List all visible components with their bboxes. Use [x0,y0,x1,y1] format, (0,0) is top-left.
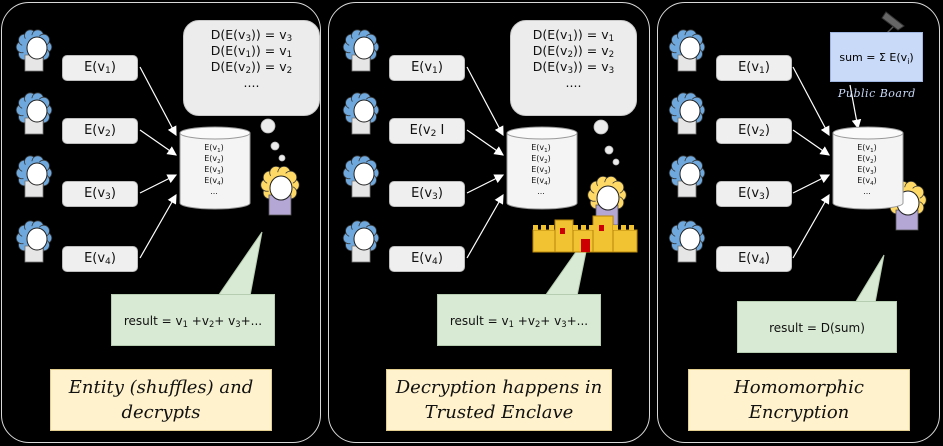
database-icon [506,126,578,210]
flow-arrow [849,84,862,130]
voter-icon [15,29,53,72]
db-entry: E(v3) [531,165,551,176]
encrypted-vote-1: E(v1) [716,55,792,81]
panel-homomorphic [657,2,940,443]
thought-bubble-1: D(E(v3)) = v3 D(E(v1)) = v1 D(E(v2)) = v… [183,20,320,116]
thought-line: D(E(v1)) = v1 [210,43,293,60]
public-board: sum = Σ E(vi) [830,32,923,82]
caption-1: Entity (shuffles) and decrypts [50,369,272,431]
enclave-entity [587,175,627,226]
voter-icon [15,155,53,198]
db-entry: ... [537,187,545,196]
encrypted-vote-2: E(v2) [62,118,138,144]
result-box-3: result = D(sum) [737,301,897,353]
flow-arrow [792,174,831,194]
result-box-2: result = v1 +v2+ v3+... [437,294,601,346]
flow-arrow [466,66,504,137]
db-entry: E(v1) [531,143,551,154]
voter-icon [342,29,380,72]
db-entry: E(v3) [857,165,877,176]
db-entry: E(v2) [857,154,877,165]
encrypted-vote-4: E(v4) [389,246,465,272]
thought-line: D(E(v3)) = v3 [532,59,615,76]
flow-arrow [139,193,177,259]
result-box-1: result = v1 +v2+ v3+... [111,294,275,346]
db-entry: E(v4) [204,176,224,187]
db-entry: E(v1) [857,143,877,154]
db-entry: ... [210,187,218,196]
thought-dot [278,154,286,162]
thought-line: .... [243,75,260,90]
flow-arrow [466,174,505,194]
speech-tail [217,231,263,297]
db-entry: E(v2) [531,154,551,165]
voter-icon [15,220,53,263]
voter-icon [668,92,706,135]
thought-line: D(E(v3)) = v3 [210,27,293,44]
db-entry: E(v3) [204,165,224,176]
database-contents-3: E(v1) E(v2) E(v3) E(v4) ... [836,142,898,197]
caption-3: Homomorphic Encryption [688,369,910,431]
encrypted-vote-1: E(v1) [62,55,138,81]
voter-icon [668,29,706,72]
panel-trusted-enclave [328,2,650,443]
thought-dot [612,158,620,166]
voter-icon [668,220,706,263]
public-board-label: Public Board [838,87,916,100]
encrypted-vote-3: E(v3) [716,181,792,207]
panel-shuffle-decrypt [1,2,321,443]
castle-icon [532,215,638,253]
encrypted-vote-3: E(v3) [62,181,138,207]
thought-bubble-2: D(E(v1)) = v1 D(E(v2)) = v2 D(E(v3)) = v… [510,20,637,116]
flow-arrow [139,66,177,137]
thought-line: .... [565,75,582,90]
voter-icon [668,155,706,198]
thought-line: D(E(v1)) = v1 [532,27,615,44]
voter-icon [342,155,380,198]
flow-arrow [792,129,830,156]
thought-line: D(E(v2)) = v2 [532,43,615,60]
voter-icon [342,220,380,263]
flow-arrow [466,193,504,259]
encrypted-vote-2: E(v2 I [389,118,465,144]
database-contents-1: E(v1) E(v2) E(v3) E(v4) ... [183,142,245,197]
encrypted-vote-3: E(v3) [389,181,465,207]
voter-icon [15,92,53,135]
db-entry: E(v2) [204,154,224,165]
flow-arrow [139,174,178,194]
decrypting-entity [260,165,300,216]
database-contents-2: E(v1) E(v2) E(v3) E(v4) ... [510,142,572,197]
caption-2: Decryption happens in Trusted Enclave [386,369,612,431]
encrypted-vote-1: E(v1) [389,55,465,81]
flow-arrow [792,66,830,137]
encrypted-vote-4: E(v4) [716,246,792,272]
flow-arrow [139,129,177,156]
database-icon [179,126,251,210]
voter-icon [342,92,380,135]
db-entry: ... [863,187,871,196]
thought-dot [593,119,609,135]
flow-arrow [792,193,830,259]
db-entry: E(v4) [857,176,877,187]
database-icon [832,126,904,210]
encrypted-vote-4: E(v4) [62,246,138,272]
speech-tail [854,254,885,304]
thought-dot [604,145,614,155]
thought-dot [270,141,280,151]
thought-dot [260,118,276,134]
flow-arrow [466,129,504,156]
db-entry: E(v4) [531,176,551,187]
thought-line: D(E(v2)) = v2 [210,59,293,76]
db-entry: E(v1) [204,143,224,154]
encrypted-vote-2: E(v2) [716,118,792,144]
